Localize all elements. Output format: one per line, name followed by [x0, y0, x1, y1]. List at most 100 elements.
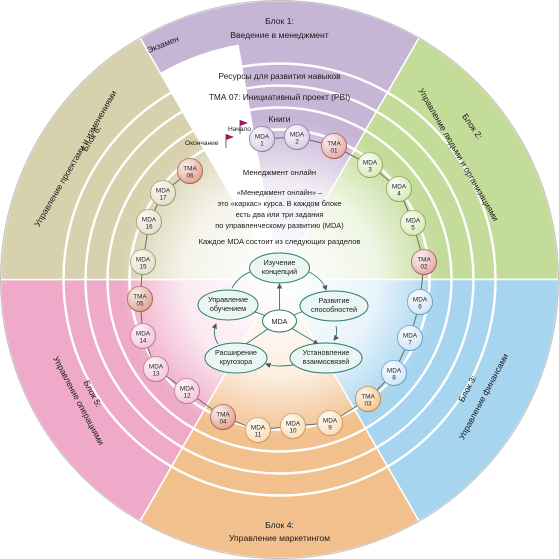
node-number-label: 1: [260, 141, 264, 148]
node-number-label: 01: [330, 148, 338, 155]
node-type-label: MDA: [387, 368, 402, 375]
node-highlight: [397, 325, 423, 351]
node-highlight: [321, 133, 347, 159]
node-type-label: TMA: [327, 141, 341, 148]
node-type-label: MDA: [180, 386, 195, 393]
hub-part-connections-line1: Установление: [303, 348, 350, 357]
node-highlight: [407, 289, 433, 315]
hub-part-concepts-line2: концепций: [262, 267, 297, 276]
node-type-label: MDA: [323, 418, 338, 425]
node-number-label: 3: [368, 167, 372, 174]
node-type-label: TMA: [183, 166, 197, 173]
node-number-label: 16: [145, 224, 153, 231]
node-number-label: 2: [295, 139, 299, 146]
hub-part-connections: [289, 342, 363, 374]
node-number-label: 5: [411, 225, 415, 232]
hub-part-learning-line2: обучением: [210, 304, 246, 313]
node-highlight: [150, 180, 176, 206]
node-number-label: 02: [420, 264, 428, 271]
node-number-label: 14: [139, 338, 147, 345]
hub-part-concepts: [249, 252, 310, 284]
ring-tma07-label: ТМА 07: Инициативный проект (PBI): [209, 92, 351, 102]
hub-part-concepts-line1: Изучение: [264, 258, 296, 267]
center-title: Менеджмент онлайн: [243, 168, 316, 177]
node-type-label: MDA: [142, 217, 157, 224]
node-type-label: MDA: [149, 364, 164, 371]
end-flag: Окончание: [185, 134, 234, 148]
node-type-label: MDA: [255, 134, 270, 141]
node-type-label: MDA: [403, 333, 418, 340]
start-flag: Начало: [228, 120, 251, 134]
ring-books-label: Книги: [269, 114, 291, 124]
center-line-1: «Менеджмент онлайн» –: [237, 188, 323, 197]
hub-part-abilities: [299, 290, 369, 322]
node-number-label: 11: [255, 432, 262, 439]
node-highlight: [127, 286, 153, 312]
node-number-label: 10: [289, 428, 297, 435]
hub-part-horizons-line2: кругозора: [220, 357, 252, 366]
node-number-label: 12: [183, 393, 191, 400]
node-type-label: MDA: [406, 218, 421, 225]
node-type-label: MDA: [136, 257, 151, 264]
node-highlight: [400, 210, 426, 236]
node-highlight: [174, 378, 200, 404]
node-highlight: [130, 249, 156, 275]
center-line-4: по управленческому развитию (MDA): [215, 221, 343, 230]
start-flag-label: Начало: [228, 126, 251, 133]
node-highlight: [143, 356, 169, 382]
node-number-label: 05: [136, 301, 144, 308]
node-highlight: [386, 176, 412, 202]
hub-part-horizons: [204, 342, 268, 374]
node-number-label: 9: [328, 425, 332, 432]
node-highlight: [210, 404, 236, 430]
node-highlight: [130, 323, 156, 349]
node-type-label: TMA: [133, 294, 147, 301]
node-number-label: 04: [219, 419, 227, 426]
hub-part-horizons-line1: Расширение: [215, 348, 257, 357]
node-highlight: [355, 386, 381, 412]
node-highlight: [317, 410, 343, 436]
hub-part-learning-line1: Управление: [208, 295, 248, 304]
node-type-label: MDA: [290, 132, 305, 139]
hub-part-abilities-line1: Развитие: [319, 296, 350, 305]
node-number-label: 8: [392, 375, 396, 382]
node-number-label: 13: [152, 371, 160, 378]
hub-part-connections-line2: взаимосвязей: [303, 357, 349, 366]
node-number-label: 4: [397, 191, 401, 198]
ring-resources-label: Ресурсы для развития навыков: [218, 71, 341, 81]
mda-hub: Изучение концепций Развитие способностей…: [197, 252, 369, 374]
node-highlight: [177, 158, 203, 184]
node-type-label: MDA: [392, 184, 407, 191]
center-line-3: есть два или три задания: [236, 210, 324, 219]
end-flag-label: Окончание: [185, 140, 219, 147]
node-highlight: [249, 126, 275, 152]
node-number-label: 17: [159, 195, 167, 202]
center-line-2: это «каркас» курса. В каждом блоке: [218, 199, 342, 208]
node-type-label: MDA: [156, 188, 171, 195]
node-type-label: MDA: [413, 297, 428, 304]
node-type-label: TMA: [417, 257, 431, 264]
node-type-label: TMA: [361, 394, 375, 401]
node-type-label: MDA: [286, 421, 301, 428]
hub-part-abilities-line2: способностей: [311, 305, 357, 314]
node-number-label: 15: [139, 264, 147, 271]
node-highlight: [280, 413, 306, 439]
block-4-title: Блок 4:: [265, 520, 294, 530]
node-highlight: [284, 124, 310, 150]
hub-center: [261, 309, 298, 333]
